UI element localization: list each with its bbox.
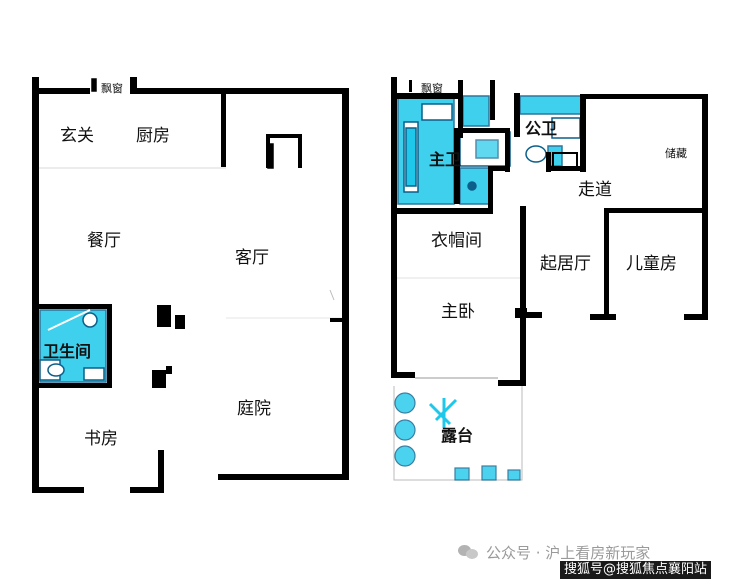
watermark-line2: 搜狐号@搜狐焦点襄阳站 — [564, 562, 708, 577]
wechat-icon — [458, 544, 480, 560]
label-storage: 储藏 — [665, 146, 687, 160]
label-bathroom: 卫生间 — [43, 342, 91, 361]
right-floor-walls — [391, 77, 708, 386]
label-master-bedroom: 主卧 — [441, 302, 475, 322]
label-kitchen: 厨房 — [136, 126, 170, 146]
left-room-labels: 玄关 厨房 飘窗 餐厅 客厅 卫生间 庭院 书房 — [43, 81, 271, 449]
label-courtyard: 庭院 — [237, 399, 271, 419]
right-bath-fixtures — [397, 95, 585, 205]
label-entry: 玄关 — [60, 126, 94, 146]
label-master-bath: 主卫 — [429, 150, 461, 169]
label-terrace: 露台 — [441, 426, 473, 445]
left-bathroom-fixtures — [39, 309, 107, 383]
label-living: 客厅 — [235, 248, 269, 268]
terrace-area — [393, 386, 523, 481]
right-floor-details — [397, 80, 578, 379]
label-kids-room: 儿童房 — [626, 254, 677, 274]
label-wardrobe: 衣帽间 — [431, 231, 482, 251]
left-floor-walls — [32, 77, 349, 493]
watermark-line1: 公众号 · 沪上看房新玩家 — [486, 543, 651, 562]
right-room-labels: 飘窗 主卫 公卫 储藏 走道 衣帽间 起居厅 儿童房 主卧 露台 — [421, 81, 687, 445]
left-floor-details — [39, 78, 342, 322]
label-bay-window-right: 飘窗 — [421, 81, 443, 95]
label-dining: 餐厅 — [87, 231, 121, 251]
label-study: 书房 — [84, 429, 118, 449]
label-corridor: 走道 — [578, 180, 612, 200]
watermark-wechat: 公众号 · 沪上看房新玩家 — [458, 540, 728, 564]
label-bay-window-left: 飘窗 — [101, 81, 123, 95]
label-public-bath: 公卫 — [525, 119, 557, 138]
label-family-room: 起居厅 — [540, 254, 591, 274]
watermark-sohu: 搜狐号@搜狐焦点襄阳站 — [560, 561, 712, 579]
